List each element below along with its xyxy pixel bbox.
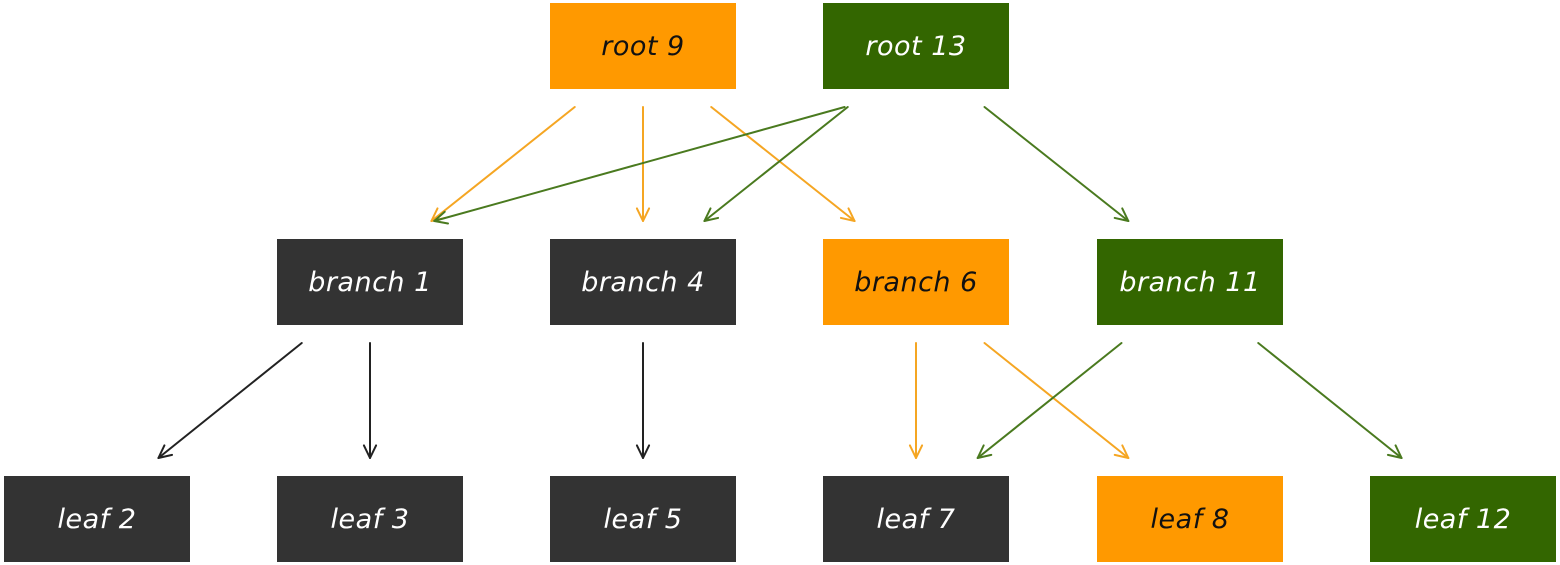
edge-line [157,342,303,459]
edge-line [983,106,1130,222]
node-label: root 9 [601,30,685,62]
node-root-13[interactable]: root 13 [823,3,1009,89]
node-label: branch 11 [1119,266,1261,298]
arrowhead-icon [1386,444,1403,459]
edge-root-9-to-branch-6 [710,106,856,222]
edge-line [1257,342,1403,459]
edge-branch-6-to-leaf-8 [983,342,1130,459]
node-label: leaf 2 [57,503,137,535]
edge-branch-6-to-leaf-7 [908,342,924,459]
arrowhead-icon [703,207,720,222]
edge-root-13-to-branch-11 [983,106,1130,222]
node-label: branch 1 [308,266,432,298]
arrowhead-icon [839,207,856,222]
node-label: leaf 7 [876,503,956,535]
arrowhead-icon [157,444,174,459]
arrowhead-icon [635,207,651,222]
arrowhead-icon [1113,444,1130,459]
edge-line [710,106,856,222]
edge-line [983,342,1130,459]
node-label: leaf 8 [1150,503,1230,535]
node-root-9[interactable]: root 9 [550,3,736,89]
node-leaf-8[interactable]: leaf 8 [1097,476,1283,562]
edge-line [703,106,849,222]
node-label: root 13 [865,30,967,62]
node-leaf-2[interactable]: leaf 2 [4,476,190,562]
edge-branch-1-to-leaf-3 [362,342,378,459]
node-leaf-5[interactable]: leaf 5 [550,476,736,562]
arrowhead-icon [1113,207,1130,222]
arrowhead-icon [976,444,993,459]
edge-root-13-to-branch-4 [703,106,849,222]
node-branch-11[interactable]: branch 11 [1097,239,1283,325]
node-branch-1[interactable]: branch 1 [277,239,463,325]
arrowhead-icon [908,444,924,459]
node-label: leaf 3 [330,503,410,535]
node-label: branch 4 [581,266,705,298]
arrowhead-icon [635,444,651,459]
node-label: leaf 12 [1414,503,1512,535]
edge-root-9-to-branch-1 [430,106,576,222]
edge-line [433,106,846,222]
edge-line [976,342,1123,459]
node-branch-4[interactable]: branch 4 [550,239,736,325]
node-leaf-12[interactable]: leaf 12 [1370,476,1556,562]
edge-root-13-to-branch-1 [433,106,846,225]
node-branch-6[interactable]: branch 6 [823,239,1009,325]
edge-branch-4-to-leaf-5 [635,342,651,459]
node-leaf-3[interactable]: leaf 3 [277,476,463,562]
node-label: leaf 5 [603,503,683,535]
edge-branch-1-to-leaf-2 [157,342,303,459]
arrowhead-icon [433,210,450,225]
node-leaf-7[interactable]: leaf 7 [823,476,1009,562]
node-label: branch 6 [854,266,978,298]
edge-line [430,106,576,222]
edge-branch-11-to-leaf-7 [976,342,1123,459]
arrowhead-icon [362,444,378,459]
edge-branch-11-to-leaf-12 [1257,342,1403,459]
